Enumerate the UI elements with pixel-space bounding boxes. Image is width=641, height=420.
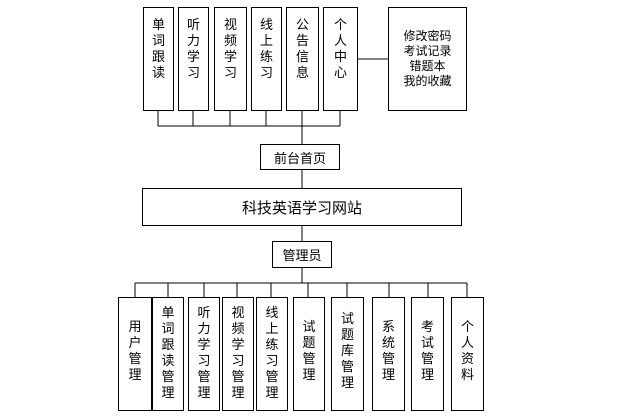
front-page-box: 前台首页 bbox=[260, 144, 340, 170]
admin-module-label: 单 词 跟 读 管 理 bbox=[161, 306, 175, 401]
admin-module-label: 视 频 学 习 管 理 bbox=[231, 306, 245, 401]
admin-module-label: 线 上 练 习 管 理 bbox=[265, 306, 279, 401]
module-label: 个 人 中 心 bbox=[333, 18, 347, 81]
admin-module-label: 个 人 资 料 bbox=[460, 320, 474, 383]
module-label: 视 频 学 习 bbox=[223, 18, 237, 81]
admin-module-label: 系 统 管 理 bbox=[381, 320, 395, 383]
admin-module-online-practice: 线 上 练 习 管 理 bbox=[256, 297, 288, 411]
module-label: 公 告 信 息 bbox=[295, 18, 309, 81]
module-label: 听 力 学 习 bbox=[186, 18, 200, 81]
admin-module-label: 听 力 学 习 管 理 bbox=[197, 306, 211, 401]
admin-module-label: 试 题 管 理 bbox=[302, 320, 316, 383]
module-announcement: 公 告 信 息 bbox=[286, 7, 319, 111]
module-label: 单 词 跟 读 bbox=[151, 18, 165, 81]
module-word-follow-read: 单 词 跟 读 bbox=[143, 7, 174, 111]
module-online-practice: 线 上 练 习 bbox=[251, 7, 282, 111]
admin-module-system: 系 统 管 理 bbox=[372, 297, 405, 411]
admin-module-label: 用 户 管 理 bbox=[128, 320, 142, 383]
admin-module-user-management: 用 户 管 理 bbox=[118, 297, 152, 411]
module-label: 线 上 练 习 bbox=[259, 18, 273, 81]
admin-module-question: 试 题 管 理 bbox=[293, 297, 325, 411]
admin-label: 管理员 bbox=[282, 249, 322, 264]
admin-box: 管理员 bbox=[272, 241, 332, 268]
admin-module-question-bank: 试 题 库 管 理 bbox=[331, 297, 364, 411]
admin-module-exam: 考 试 管 理 bbox=[411, 297, 444, 411]
module-video: 视 频 学 习 bbox=[214, 7, 247, 111]
personal-center-detail: 修改密码 考试记录 错题本 我的收藏 bbox=[388, 7, 467, 111]
admin-module-word-follow-read: 单 词 跟 读 管 理 bbox=[152, 297, 184, 411]
admin-module-listening: 听 力 学 习 管 理 bbox=[188, 297, 220, 411]
admin-module-video: 视 频 学 习 管 理 bbox=[222, 297, 254, 411]
admin-module-label: 试 题 库 管 理 bbox=[340, 312, 354, 391]
admin-module-label: 考 试 管 理 bbox=[420, 320, 434, 383]
module-personal-center: 个 人 中 心 bbox=[323, 7, 358, 111]
site-title-label: 科技英语学习网站 bbox=[241, 198, 362, 217]
personal-center-detail-text: 修改密码 考试记录 错题本 我的收藏 bbox=[403, 29, 452, 88]
site-title-box: 科技英语学习网站 bbox=[142, 188, 462, 226]
front-page-label: 前台首页 bbox=[273, 151, 326, 167]
module-listening: 听 力 学 习 bbox=[178, 7, 209, 111]
admin-module-personal-info: 个 人 资 料 bbox=[451, 297, 484, 411]
